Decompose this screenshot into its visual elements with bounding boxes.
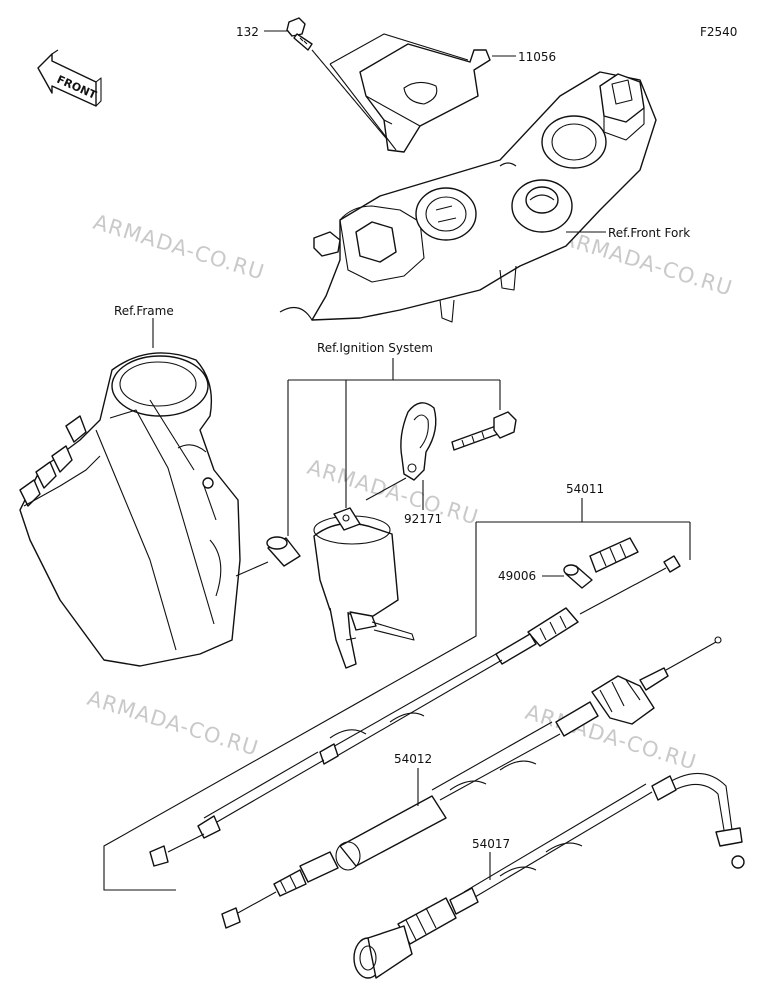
callout-54011 <box>103 498 690 891</box>
figure-code: F2540 <box>700 25 737 39</box>
stem-nut-hole <box>415 187 477 241</box>
ignition-system-callout <box>287 358 501 536</box>
label-54012: 54012 <box>394 752 432 766</box>
front-arrow-icon: FRONT <box>37 49 102 107</box>
clamp-92171 <box>400 402 437 481</box>
cable-54012 <box>221 636 722 929</box>
label-ref-frame: Ref.Frame <box>114 304 174 318</box>
label-54011: 54011 <box>566 482 604 496</box>
cable-54017 <box>353 773 745 979</box>
bracket-11056-callout <box>329 33 469 151</box>
watermark-4: ARMADA-CO.RU <box>85 686 262 761</box>
cable-54011 <box>149 607 579 867</box>
cable-end-54011 <box>579 555 681 615</box>
label-11056: 11056 <box>518 50 556 64</box>
label-ref-front-fork: Ref.Front Fork <box>608 226 690 240</box>
top-triple-clamp <box>279 71 657 323</box>
collar <box>266 536 301 567</box>
label-132: 132 <box>236 25 259 39</box>
ignition-unit <box>313 507 415 669</box>
watermark-1: ARMADA-CO.RU <box>91 210 268 285</box>
adjuster-boot <box>589 537 639 573</box>
label-54017: 54017 <box>472 837 510 851</box>
label-ref-ignition-system: Ref.Ignition System <box>317 341 433 355</box>
head-pipe-opening <box>111 355 209 417</box>
bolt-132 <box>286 17 313 51</box>
cover-49006 <box>563 564 593 589</box>
clamp-bolt <box>451 411 517 451</box>
label-49006: 49006 <box>498 569 536 583</box>
bracket-11056 <box>359 43 491 153</box>
label-92171: 92171 <box>404 512 442 526</box>
frame-head-pipe <box>19 352 241 667</box>
